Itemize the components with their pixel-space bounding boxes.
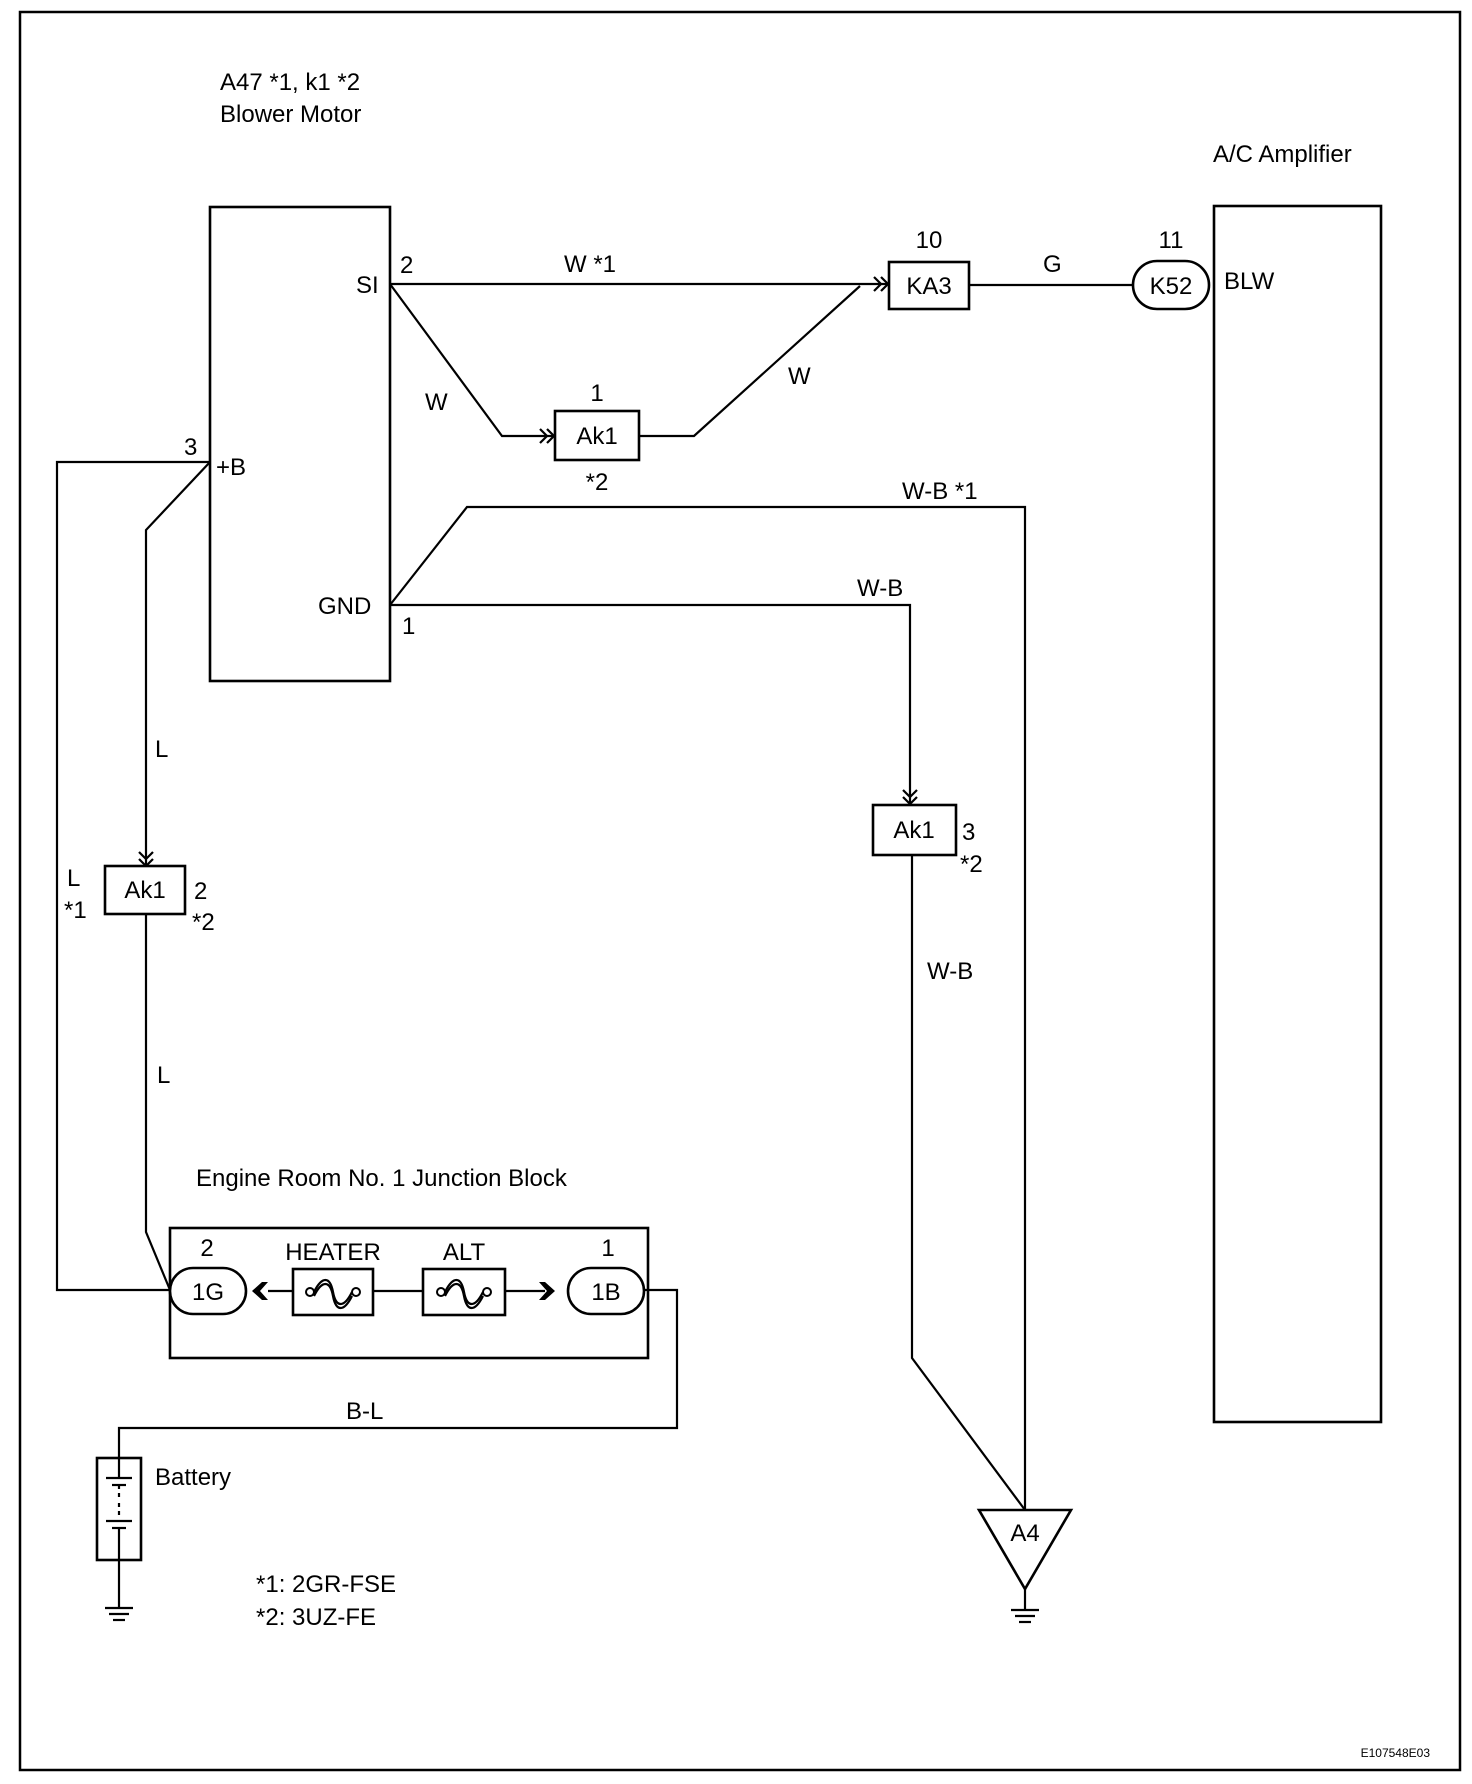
- wire-bl: [117, 1288, 679, 1458]
- connector-ak1-left-pin: 2: [194, 878, 207, 905]
- connector-ka3-label: KA3: [906, 273, 951, 300]
- connector-ak1-top-pin: 1: [590, 380, 603, 407]
- figure-id: E107548E03: [1361, 1746, 1431, 1760]
- ac-amplifier-title: A/C Amplifier: [1213, 141, 1352, 168]
- wire-l-lower: [144, 914, 172, 1291]
- fuse-heater-icon: [305, 1278, 361, 1310]
- blower-motor-title: Blower Motor: [220, 101, 361, 128]
- connector-ak1-top-note: *2: [586, 469, 609, 496]
- fuse-heater-label: HEATER: [285, 1239, 381, 1266]
- pin-si-number: 2: [400, 252, 413, 279]
- diagram-frame: [18, 10, 1462, 1772]
- connector-ak1-top-label: Ak1: [576, 423, 617, 450]
- pin-blw-label: BLW: [1224, 268, 1275, 295]
- wire-wb1: [389, 505, 1027, 1510]
- connector-k52-pin: 11: [1159, 227, 1184, 254]
- connector-ak1-top: [553, 409, 641, 462]
- ground-symbol-a4: [1011, 1589, 1039, 1624]
- wire-label-w1: W *1: [564, 251, 616, 278]
- connector-1g: [168, 1266, 248, 1316]
- pin-gnd-label: GND: [318, 593, 371, 620]
- connector-ak1-left-note: *2: [192, 909, 215, 936]
- wire-label-bl: B-L: [346, 1398, 383, 1425]
- pin-b-label: +B: [216, 454, 246, 481]
- ground-point-a4: [976, 1508, 1074, 1592]
- wire-label-wb: W-B: [857, 575, 903, 602]
- fuse-alt-icon: [436, 1278, 492, 1310]
- wire-label-wb1: W-B *1: [902, 478, 978, 505]
- blower-motor-id: A47 *1, k1 *2: [220, 69, 360, 96]
- fuse-alt-label: ALT: [443, 1239, 486, 1266]
- connector-ak1-right-label: Ak1: [893, 817, 934, 844]
- pin-b-number: 3: [184, 434, 197, 461]
- connector-ak1-left-label: Ak1: [124, 877, 165, 904]
- connector-ka3-pin: 10: [916, 227, 943, 254]
- connector-1b-label: 1B: [591, 1279, 620, 1306]
- battery-icon: [106, 1458, 132, 1560]
- wire-l-upper: [138, 461, 211, 868]
- blower-motor-box: [208, 205, 392, 683]
- note-2: *2: 3UZ-FE: [256, 1604, 376, 1631]
- connector-ak1-right-pin: 3: [962, 819, 975, 846]
- wire-w-to-ak1: [389, 283, 556, 444]
- connector-ak1-right-note: *2: [960, 851, 983, 878]
- wire-label-l-lower: L: [157, 1062, 170, 1089]
- wire-wb-low: [910, 855, 1026, 1511]
- wire-w2: [639, 285, 861, 438]
- wire-label-wb-low: W-B: [927, 958, 973, 985]
- wire-wb: [390, 603, 918, 806]
- arrow-1g: [252, 1282, 268, 1300]
- ac-amplifier-box: [1212, 204, 1383, 1424]
- note-1: *1: 2GR-FSE: [256, 1571, 396, 1598]
- wire-label-l-side: L: [67, 865, 80, 892]
- wire-label-w2: W: [788, 363, 811, 390]
- connector-k52-label: K52: [1150, 273, 1193, 300]
- pin-gnd-number: 1: [402, 613, 415, 640]
- wire-label-l-upper: L: [155, 736, 168, 763]
- arrow-1b: [539, 1282, 555, 1300]
- connector-1b-pin: 1: [601, 1235, 614, 1262]
- wire-l-side: [55, 460, 210, 1292]
- battery-label: Battery: [155, 1464, 231, 1491]
- pin-si-label: SI: [356, 272, 379, 299]
- ground-symbol-battery: [105, 1560, 133, 1622]
- junction-block-title: Engine Room No. 1 Junction Block: [196, 1165, 568, 1192]
- connector-k52: [1131, 259, 1211, 311]
- wire-label-w: W: [425, 389, 448, 416]
- ground-point-a4-label: A4: [1010, 1520, 1039, 1547]
- connector-1g-label: 1G: [192, 1279, 224, 1306]
- wire-label-g: G: [1043, 251, 1062, 278]
- wire-label-l-side-note: *1: [64, 897, 87, 924]
- connector-1g-pin: 2: [200, 1235, 213, 1262]
- connector-ak1-right: [871, 803, 958, 857]
